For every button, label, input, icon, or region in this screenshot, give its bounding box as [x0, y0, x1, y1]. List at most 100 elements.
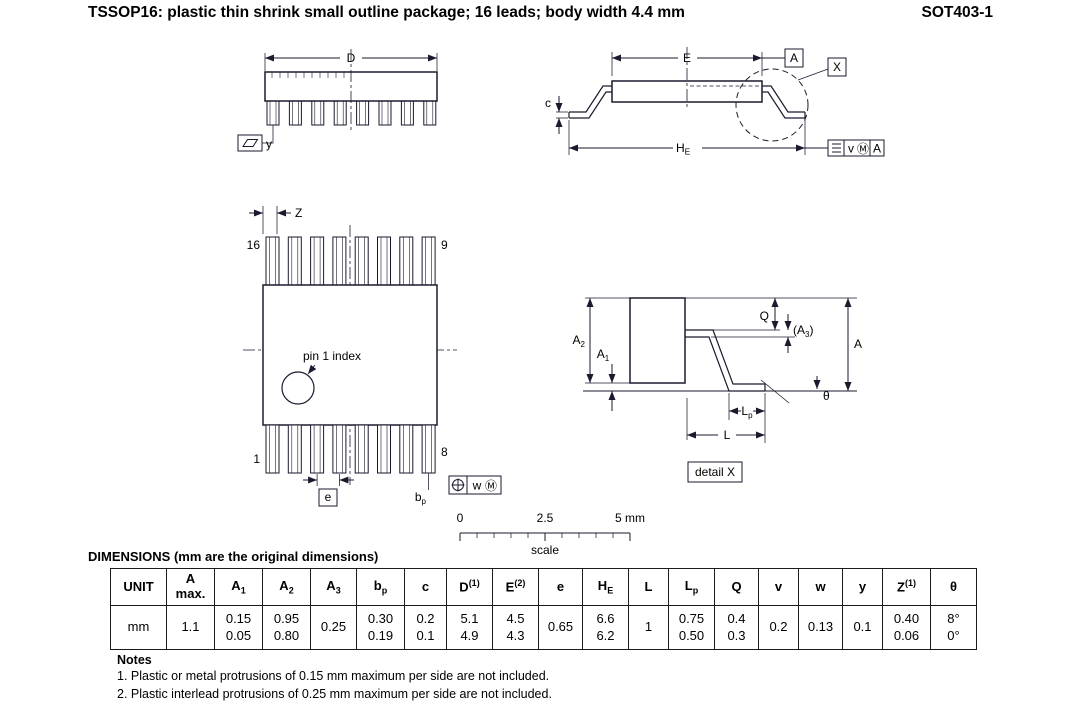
dim-label-a: A [854, 337, 862, 351]
dim-label-he: HE [676, 141, 691, 157]
pin-number-9: 9 [441, 238, 448, 252]
dim-column-header: e [538, 568, 583, 606]
dimension-e: E [611, 51, 785, 76]
note-item: 2. Plastic interlead protrusions of 0.25… [117, 687, 552, 702]
symmetry-symbol-icon [832, 143, 841, 153]
dimension-c: c [545, 96, 568, 134]
scale-label: scale [531, 543, 559, 557]
dim-column-header: bp [356, 568, 405, 606]
scale-bar: 0 2.5 5 mm scale [457, 511, 645, 557]
dim-column-header: UNIT [110, 568, 167, 606]
tolerance-datum: A [873, 142, 881, 156]
dimension-a3: (A3) [711, 314, 813, 353]
dimension-pitch-e: e [303, 474, 354, 507]
detail-x-caption: detail X [695, 465, 735, 479]
notes-heading: Notes [117, 653, 152, 667]
datum-a-label: A [790, 51, 798, 65]
flatness-callout: y [237, 125, 274, 152]
material-modifier-icon: Ⓜ [485, 479, 497, 493]
dim-column-header: Q [714, 568, 759, 606]
note-item: 1. Plastic or metal protrusions of 0.15 … [117, 669, 550, 683]
scale-tick-0: 0 [457, 511, 464, 525]
bottom-pin-row [265, 424, 436, 474]
dim-column-header: E(2) [492, 568, 539, 606]
dim-value-cell: 0.2 [758, 605, 799, 650]
pin-number-8: 8 [441, 445, 448, 459]
dim-value-cell: 0.13 [798, 605, 843, 650]
top-pin-row [265, 236, 436, 286]
dim-column-header: θ [930, 568, 977, 606]
dim-value-cell: 0.25 [310, 605, 357, 650]
dim-value-cell: 8°0° [930, 605, 977, 650]
tolerance-value: w [472, 479, 482, 493]
left-lead [568, 85, 612, 119]
dimensions-heading: DIMENSIONS (mm are the original dimensio… [88, 549, 379, 564]
package-code: SOT403-1 [921, 4, 993, 21]
dimension-theta: θ [760, 376, 830, 404]
page-title: TSSOP16: plastic thin shrink small outli… [88, 4, 685, 21]
dimension-z: Z [249, 206, 302, 234]
pin1-index-label: pin 1 index [303, 349, 361, 363]
dim-label-lp: Lp [741, 404, 753, 420]
dim-column-header: HE [582, 568, 629, 606]
dim-label-a1: A1 [597, 347, 610, 363]
dimension-l: L [686, 398, 765, 442]
detail-x-caption-box: detail X [687, 461, 743, 483]
dim-label-pitch-e: e [325, 490, 332, 504]
package-end-view-drawing: E A c [545, 47, 885, 157]
package-top-view-drawing: Z 16 9 pin 1 index [243, 206, 502, 507]
flatness-symbol-icon [242, 139, 259, 147]
dim-column-header: Z(1) [882, 568, 931, 606]
package-side-view-drawing: D y [237, 49, 438, 152]
datum-a-box: A [784, 48, 804, 68]
body-section [585, 297, 857, 384]
symmetry-tolerance-box: v Ⓜ A [827, 139, 885, 157]
dim-value-cell: 0.65 [538, 605, 583, 650]
position-tolerance-box: w Ⓜ [448, 475, 502, 495]
dim-value-cell: 1 [628, 605, 669, 650]
dim-column-header: v [758, 568, 799, 606]
dimension-a2: A2 [573, 298, 594, 383]
dim-value-cell: 0.1 [842, 605, 883, 650]
pin1-index: pin 1 index [281, 349, 361, 405]
dim-label-q: Q [760, 309, 769, 323]
dim-column-header: c [404, 568, 447, 606]
dim-label-y: y [266, 137, 272, 151]
position-symbol-icon [451, 478, 465, 492]
dim-value-cell: mm [110, 605, 167, 650]
dim-column-header: y [842, 568, 883, 606]
detail-x-drawing: A2 A1 Q (A3) A θ [573, 297, 862, 483]
dimension-he: HE [568, 120, 828, 157]
material-modifier-icon: Ⓜ [857, 142, 869, 156]
package-body-outline [611, 47, 763, 108]
pin-number-16: 16 [247, 238, 261, 252]
dim-label-c: c [545, 96, 551, 110]
scale-tick-end: 5 mm [615, 511, 645, 525]
dim-label-theta: θ [823, 389, 830, 403]
right-lead [762, 85, 806, 119]
dim-column-header: w [798, 568, 843, 606]
dimension-bp: bp [415, 473, 429, 506]
package-leads [266, 100, 437, 126]
scale-tick-mid: 2.5 [537, 511, 554, 525]
dim-column-header: L [628, 568, 669, 606]
dim-value-cell: 1.1 [166, 605, 215, 650]
dim-label-bp: bp [415, 490, 427, 506]
dimension-q: Q [713, 298, 780, 331]
detail-x-reference: X [735, 57, 847, 142]
dim-column-header: D(1) [446, 568, 493, 606]
dim-label-a2: A2 [573, 333, 586, 349]
